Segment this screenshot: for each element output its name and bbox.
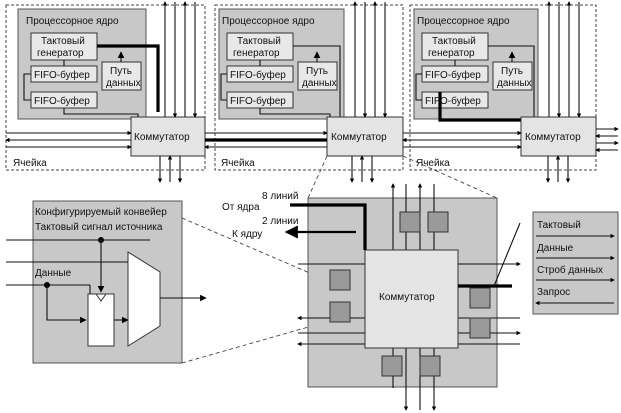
cell-label: Ячейка	[416, 158, 450, 169]
cell-label: Ячейка	[13, 158, 47, 169]
clock-bus	[97, 44, 160, 112]
fifo-loop	[415, 73, 422, 101]
switch-detail: Коммутатор От ядра 8 линий 2 линии К ядр…	[222, 183, 521, 411]
clock-line	[293, 45, 341, 122]
from-core-bus	[290, 203, 367, 250]
clock-generator-line1: Тактовый	[41, 36, 85, 47]
from-core-label: От ядра	[222, 202, 260, 213]
buffer-left-1	[329, 269, 351, 291]
buffer-left-2	[329, 301, 351, 323]
cell-boundary	[409, 4, 597, 171]
datapath	[492, 61, 533, 91]
buffer-top-1	[399, 211, 421, 233]
cell-3: Процессорное ядро Тактовый генератор FIF…	[402, 1, 619, 183]
configurable-pipeline: Конфигурируемый конвейер Тактовый сигнал…	[6, 200, 207, 364]
buffer-bottom-1	[381, 355, 403, 377]
clock-source-label: Тактовый сигнал источника	[35, 222, 163, 233]
switch-2	[326, 116, 404, 157]
cell-boundary	[214, 4, 404, 171]
datapath-line2: данных	[497, 78, 532, 89]
data-label: Данные	[35, 268, 72, 279]
legend-leader	[493, 222, 521, 287]
fifo-buffer-2-label: FIFO-буфер	[425, 95, 481, 107]
to-core-label: К ядру	[232, 229, 262, 240]
cell-1: Процессорное ядро Тактовый генератор FIF…	[5, 1, 206, 183]
legend-item-clock: Тактовый	[537, 220, 581, 231]
zoom-line-pipeline-bottom	[181, 321, 327, 364]
pipeline-title: Конфигурируемый конвейер	[35, 206, 167, 218]
switch-2-label: Коммутатор	[331, 132, 387, 143]
clock-generator-line2: генератор	[428, 48, 475, 59]
datapath-line1: Путь	[110, 66, 132, 77]
switch-detail-label: Коммутатор	[379, 292, 435, 303]
datapath	[297, 61, 338, 91]
core-title: Процессорное ядро	[222, 16, 315, 27]
fifo-loop	[220, 73, 227, 101]
multiplexer	[127, 251, 161, 347]
switch-detail-core	[364, 249, 459, 349]
cell-2: Процессорное ядро Тактовый генератор FIF…	[204, 1, 404, 183]
eight-lines-label: 8 линий	[262, 191, 298, 202]
switch-3-label: Коммутатор	[525, 132, 581, 143]
buffer-top-2	[427, 211, 449, 233]
clock-generator-line2: генератор	[37, 48, 84, 59]
fifo-buffer-2-label: FIFO-буфер	[230, 95, 286, 107]
signal-legend: Тактовый Данные Строб данных Запрос	[532, 211, 619, 315]
cell-label: Ячейка	[221, 158, 255, 169]
legend-box	[532, 211, 619, 315]
fifo-buffer-1-label: FIFO-буфер	[34, 69, 90, 81]
clock-generator-line2: генератор	[233, 48, 280, 59]
legend-item-strobe: Строб данных	[537, 264, 603, 276]
pipeline-register	[87, 293, 115, 347]
zoom-line-right	[402, 155, 498, 199]
datapath-line1: Путь	[306, 66, 328, 77]
clock-generator	[30, 32, 98, 61]
fifo-buffer-1-label: FIFO-буфер	[425, 69, 481, 81]
core-title: Процессорное ядро	[26, 16, 119, 27]
datapath-line2: данных	[106, 78, 141, 89]
clock-generator	[421, 32, 489, 61]
fifo-buffer-2-label: FIFO-буфер	[34, 95, 90, 107]
switch-1-label: Коммутатор	[134, 132, 190, 143]
buffer-right-1	[469, 287, 491, 309]
switch-3	[520, 116, 597, 157]
clock-line	[488, 45, 535, 122]
clock-generator-line1: Тактовый	[237, 36, 281, 47]
fifo-loop	[23, 73, 31, 101]
cell-boundary	[5, 4, 206, 171]
legend-item-data: Данные	[537, 243, 574, 254]
data-bypass	[46, 285, 87, 324]
zoom-line-pipeline-top	[181, 217, 327, 281]
two-lines-label: 2 линии	[262, 216, 298, 227]
core-title: Процессорное ядро	[417, 16, 510, 27]
datapath-line1: Путь	[501, 66, 523, 77]
buffer-bottom-2	[419, 355, 441, 377]
buffer-right-2	[469, 317, 491, 339]
legend-item-request: Запрос	[537, 287, 570, 298]
fifo-buffer-1-label: FIFO-буфер	[230, 69, 286, 81]
datapath	[101, 61, 142, 91]
datapath-line2: данных	[302, 78, 337, 89]
thick-fifo-to-switch	[438, 92, 522, 122]
clock-generator-line1: Тактовый	[432, 36, 476, 47]
zoom-line-left	[307, 155, 328, 199]
register-clock-mark	[95, 293, 107, 302]
